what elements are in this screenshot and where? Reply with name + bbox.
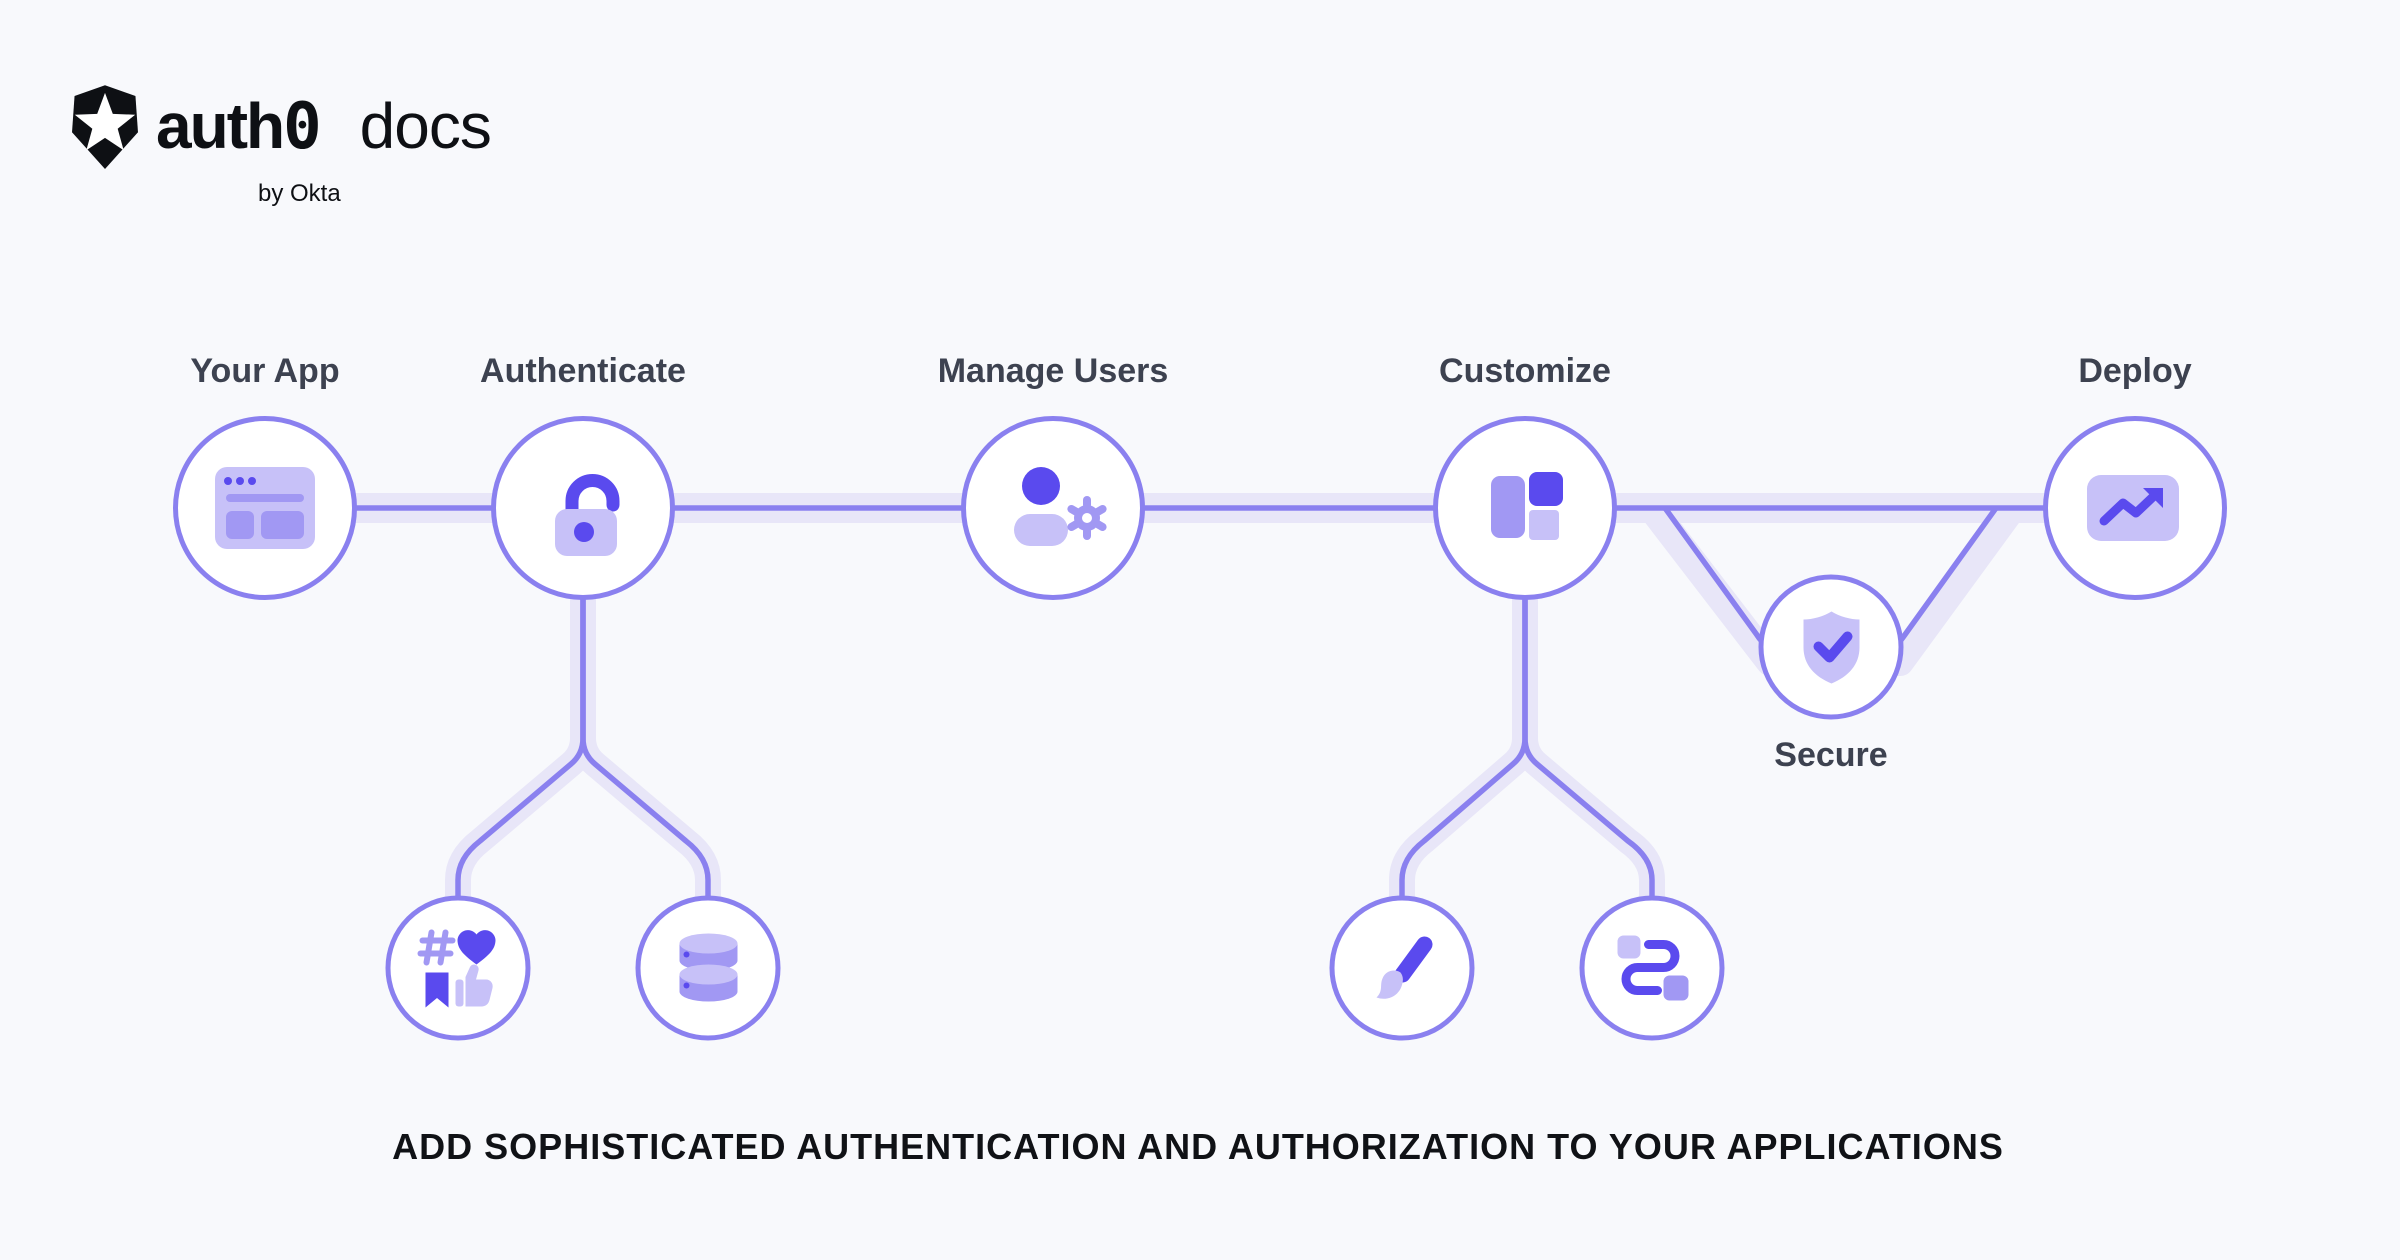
label-your-app[interactable]: Your App: [190, 352, 340, 390]
route-flow-icon: [1617, 935, 1688, 1000]
product-wordmark: docs: [359, 90, 492, 162]
label-customize[interactable]: Customize: [1439, 352, 1611, 390]
connector-authenticate-right-wire: [580, 598, 711, 900]
node-manage-users[interactable]: [961, 416, 1145, 600]
node-secure[interactable]: [1758, 574, 1904, 720]
connector-authenticate-right-band: [570, 598, 721, 900]
connector-customize-right-band: [1512, 598, 1665, 900]
user-gear-icon: [1014, 467, 1107, 546]
heart-icon: [457, 929, 495, 964]
node-social[interactable]: [385, 895, 531, 1041]
layout-blocks-icon: [1491, 472, 1563, 540]
label-authenticate[interactable]: Authenticate: [480, 352, 686, 390]
hashtag-icon: [417, 929, 455, 965]
database-icon: [679, 933, 737, 1001]
node-paintbrush[interactable]: [1329, 895, 1475, 1041]
label-deploy[interactable]: Deploy: [2078, 352, 2192, 390]
open-padlock-icon: [555, 474, 620, 556]
tagline: ADD SOPHISTICATED AUTHENTICATION AND AUT…: [392, 1126, 2004, 1167]
auth0-docs-logo[interactable]: auth0 docs by Okta: [72, 84, 492, 207]
node-your-app[interactable]: [173, 416, 357, 600]
connector-authenticate-left-band: [445, 598, 596, 900]
paintbrush-icon: [1376, 936, 1432, 999]
connector-customize-left-band: [1389, 598, 1538, 900]
social-engagement-icons: [417, 929, 495, 1007]
gear-icon: [1067, 496, 1107, 540]
shield-check-icon: [1803, 611, 1859, 683]
auth0-shield-star-icon: [72, 85, 138, 169]
node-database[interactable]: [635, 895, 781, 1041]
brand-zero: 0: [283, 90, 322, 164]
node-route[interactable]: [1579, 895, 1725, 1041]
label-manage-users[interactable]: Manage Users: [937, 352, 1169, 390]
brand-wordmark: auth0: [156, 90, 322, 164]
bookmark-icon: [425, 972, 448, 1007]
node-customize[interactable]: [1433, 416, 1617, 600]
node-authenticate[interactable]: [491, 416, 675, 600]
byline: by Okta: [258, 180, 341, 207]
node-deploy[interactable]: [2043, 416, 2227, 600]
label-secure[interactable]: Secure: [1774, 736, 1888, 774]
browser-window-icon: [215, 467, 315, 549]
connector-customize-right-wire: [1522, 598, 1655, 900]
thumbs-up-icon: [455, 963, 493, 1006]
trending-up-chart-icon: [2087, 475, 2179, 541]
